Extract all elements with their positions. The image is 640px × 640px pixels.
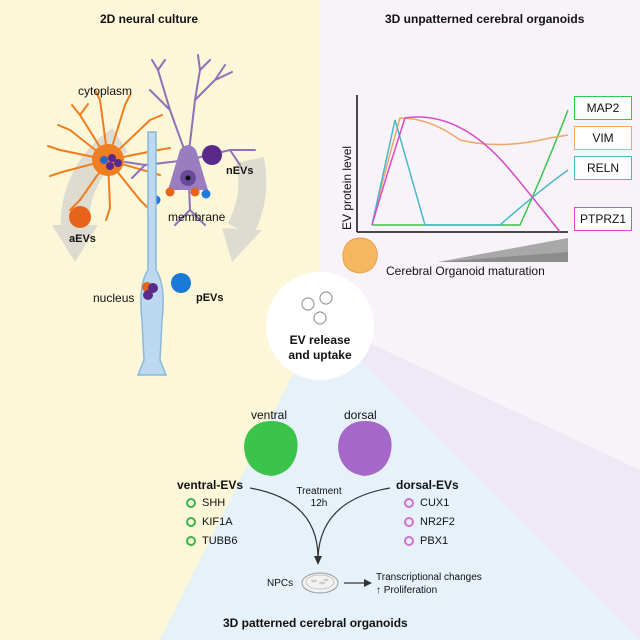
ventral-marker-kif1a: KIF1A (186, 516, 233, 528)
unpatterned-title: 3D unpatterned cerebral organoids (385, 12, 585, 26)
petri-dish-icon (301, 572, 339, 594)
ev-release-line2: and uptake (288, 348, 352, 362)
up-arrow-icon: ↑ (376, 585, 381, 596)
patterned-title: 3D patterned cerebral organoids (223, 616, 408, 630)
ventral-marker-shh: SHH (186, 497, 225, 509)
legend-vim: VIM (574, 126, 632, 150)
patterned-region (160, 320, 640, 640)
treatment-label: Treatment 12h (296, 486, 342, 509)
neural-culture-illustration (47, 54, 267, 376)
dorsal-marker-pbx1: PBX1 (404, 535, 448, 547)
ventral-marker-tubb6: TUBB6 (186, 535, 237, 547)
dorsal-label: dorsal (344, 408, 377, 422)
astrocyte-cell (47, 89, 171, 221)
cytoplasm-label: cytoplasm (78, 84, 133, 98)
series-vim (371, 117, 569, 226)
ev-protein-chart (356, 95, 569, 262)
nucleus-label: nucleus (93, 291, 135, 305)
treatment-arrows (249, 487, 391, 565)
neural-culture-title: 2D neural culture (100, 12, 199, 26)
series-map2 (372, 109, 569, 226)
membrane-label: membrane (168, 210, 226, 224)
series-reln (371, 119, 569, 226)
cycle-arrow-right (227, 156, 267, 237)
unpatterned-organoid-icon (342, 237, 378, 274)
legend-ptprz1: PTPRZ1 (574, 207, 632, 231)
legend-reln: RELN (574, 156, 632, 180)
outcome-line2: ↑ Proliferation (376, 585, 438, 596)
series-ptprz1 (371, 116, 561, 233)
ventral-evs-title: ventral-EVs (177, 478, 244, 492)
outcome-arrow (344, 579, 372, 587)
chart-ylabel: EV protein level (340, 145, 354, 230)
ev-release-circle (266, 272, 374, 380)
pEVs-particle (171, 273, 191, 293)
dorsal-marker-nr2f2: NR2F2 (404, 516, 455, 528)
pEVs-label: pEVs (196, 292, 224, 304)
outcome-text: Transcriptional changes ↑ Proliferation (376, 571, 482, 597)
dorsal-evs-title: dorsal-EVs (396, 478, 459, 492)
treatment-arrowhead (314, 556, 322, 565)
neuron-cell (124, 54, 256, 226)
dorsal-organoid-icon (338, 421, 392, 476)
aEVs-particle (69, 206, 91, 228)
neuron-body (168, 145, 208, 190)
npcs-label: NPCs (267, 578, 294, 589)
outcome-line1: Transcriptional changes (376, 572, 482, 583)
progenitor-cell (136, 131, 168, 376)
aEVs-label: aEVs (69, 233, 96, 245)
nEVs-label: nEVs (226, 165, 254, 177)
ventral-label: ventral (251, 408, 288, 422)
cycle-arrowhead-left (52, 225, 98, 262)
dorsal-marker-cux1: CUX1 (404, 497, 449, 509)
ev-release-label: EV release and uptake (264, 333, 376, 363)
nEVs-particle (202, 145, 222, 165)
chart-xlabel: Cerebral Organoid maturation (386, 264, 545, 278)
cycle-arrowhead-right (222, 228, 262, 262)
ev-release-line1: EV release (289, 333, 351, 347)
legend-map2: MAP2 (574, 96, 632, 120)
ventral-organoid-icon (244, 421, 298, 476)
